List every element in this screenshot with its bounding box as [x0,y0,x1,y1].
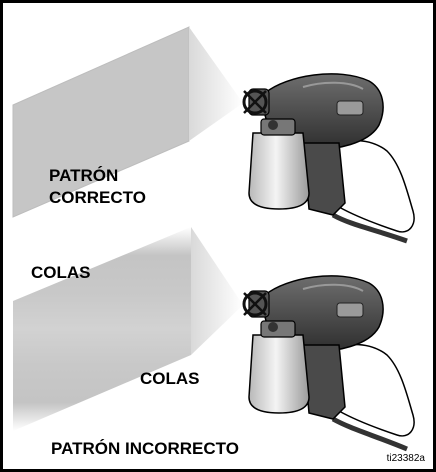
incorrect-spray-fan [191,227,243,355]
spray-gun-illustration-bottom [242,275,415,452]
tails-label-top: COLAS [31,263,91,282]
incorrect-pattern-label: PATRÓN INCORRECTO [51,439,239,458]
figure-artwork [12,26,415,452]
correct-spray-fan [189,27,243,141]
incorrect-spray-pattern [13,227,243,431]
correct-pattern-label-line1: PATRÓN [49,166,119,185]
figure-reference-code: ti23382a [386,453,425,464]
spray-gun-illustration-top [242,73,415,244]
correct-pattern-label: PATRÓN CORRECTO [49,165,146,209]
tails-label-bottom: COLAS [140,369,200,388]
correct-pattern-label-line2: CORRECTO [49,188,146,207]
correct-spray-pattern [12,26,243,218]
incorrect-pattern-band [13,227,191,431]
